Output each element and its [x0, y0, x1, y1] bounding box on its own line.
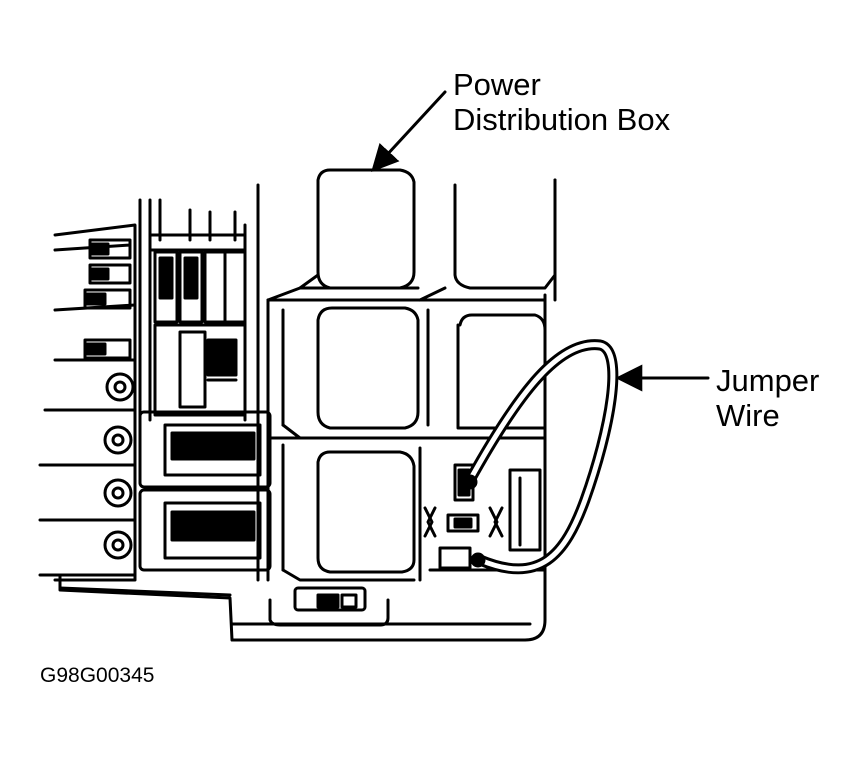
- blade-terminal-3: [83, 288, 132, 310]
- round-terminals: [103, 372, 135, 560]
- jumper-wire: [462, 339, 619, 575]
- relay-mid-right: [426, 308, 547, 430]
- power-distribution-box-label: Power Distribution Box: [453, 67, 671, 137]
- test-sockets: [423, 463, 547, 572]
- blade-terminal-1: [88, 238, 132, 260]
- left-terminal-stack: [38, 223, 137, 582]
- box-housing-base: [58, 573, 547, 642]
- jumper-label-line-2: Wire: [716, 397, 780, 433]
- blade-terminal-4: [83, 338, 132, 360]
- maxi-fuse-lower: [138, 488, 272, 572]
- relay-mid-left: [281, 306, 420, 440]
- power-box-arrow: [371, 90, 447, 172]
- power-label-line-1: Power: [453, 67, 541, 102]
- jumper-label-line-1: Jumper: [716, 363, 820, 398]
- figure-id: G98G00345: [40, 664, 155, 687]
- jumper-wire-label: Jumper Wire: [716, 363, 820, 433]
- relay-top-left: [266, 168, 420, 302]
- blade-terminal-2: [88, 263, 132, 285]
- relay-top-right: [418, 178, 557, 302]
- mini-fuse-row: [138, 198, 247, 422]
- relay-bottom: [281, 443, 422, 582]
- power-label-line-2: Distribution Box: [453, 101, 671, 137]
- maxi-fuse-upper: [138, 410, 272, 489]
